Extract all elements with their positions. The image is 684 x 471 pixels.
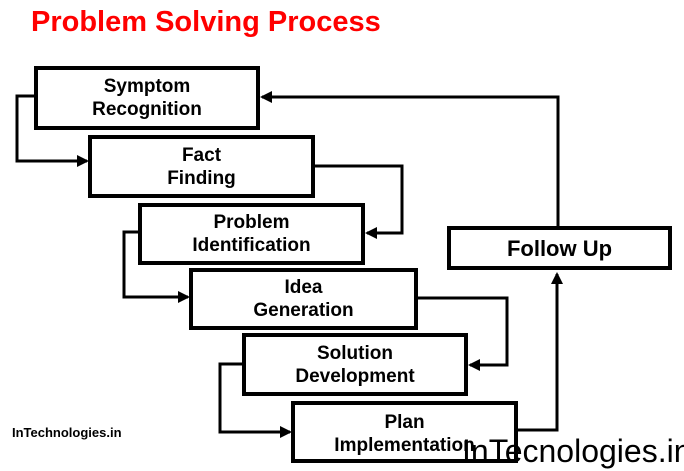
step-symptom-recognition: Symptom Recognition <box>34 66 260 130</box>
step-label: Follow Up <box>506 235 613 261</box>
arrow-plan-to-followup <box>518 272 563 432</box>
step-label: Plan Implementation <box>334 412 475 456</box>
diagram-title: Problem Solving Process <box>31 6 381 38</box>
step-problem-identification: Problem Identification <box>138 203 365 265</box>
watermark-left: InTechnologies.in <box>12 425 122 440</box>
step-label: Fact Finding <box>167 144 236 189</box>
step-label: Symptom Recognition <box>92 76 202 120</box>
step-plan-implementation: Plan Implementation <box>291 401 518 463</box>
step-label: Problem Identification <box>192 212 311 256</box>
watermark-right: InTecnologies.in <box>462 433 684 469</box>
step-label: Solution Development <box>295 342 415 387</box>
step-follow-up: Follow Up <box>447 226 672 270</box>
step-idea-generation: Idea Generation <box>189 268 418 330</box>
step-fact-finding: Fact Finding <box>88 135 315 198</box>
step-solution-development: Solution Development <box>242 333 468 396</box>
step-label: Idea Generation <box>253 277 354 321</box>
